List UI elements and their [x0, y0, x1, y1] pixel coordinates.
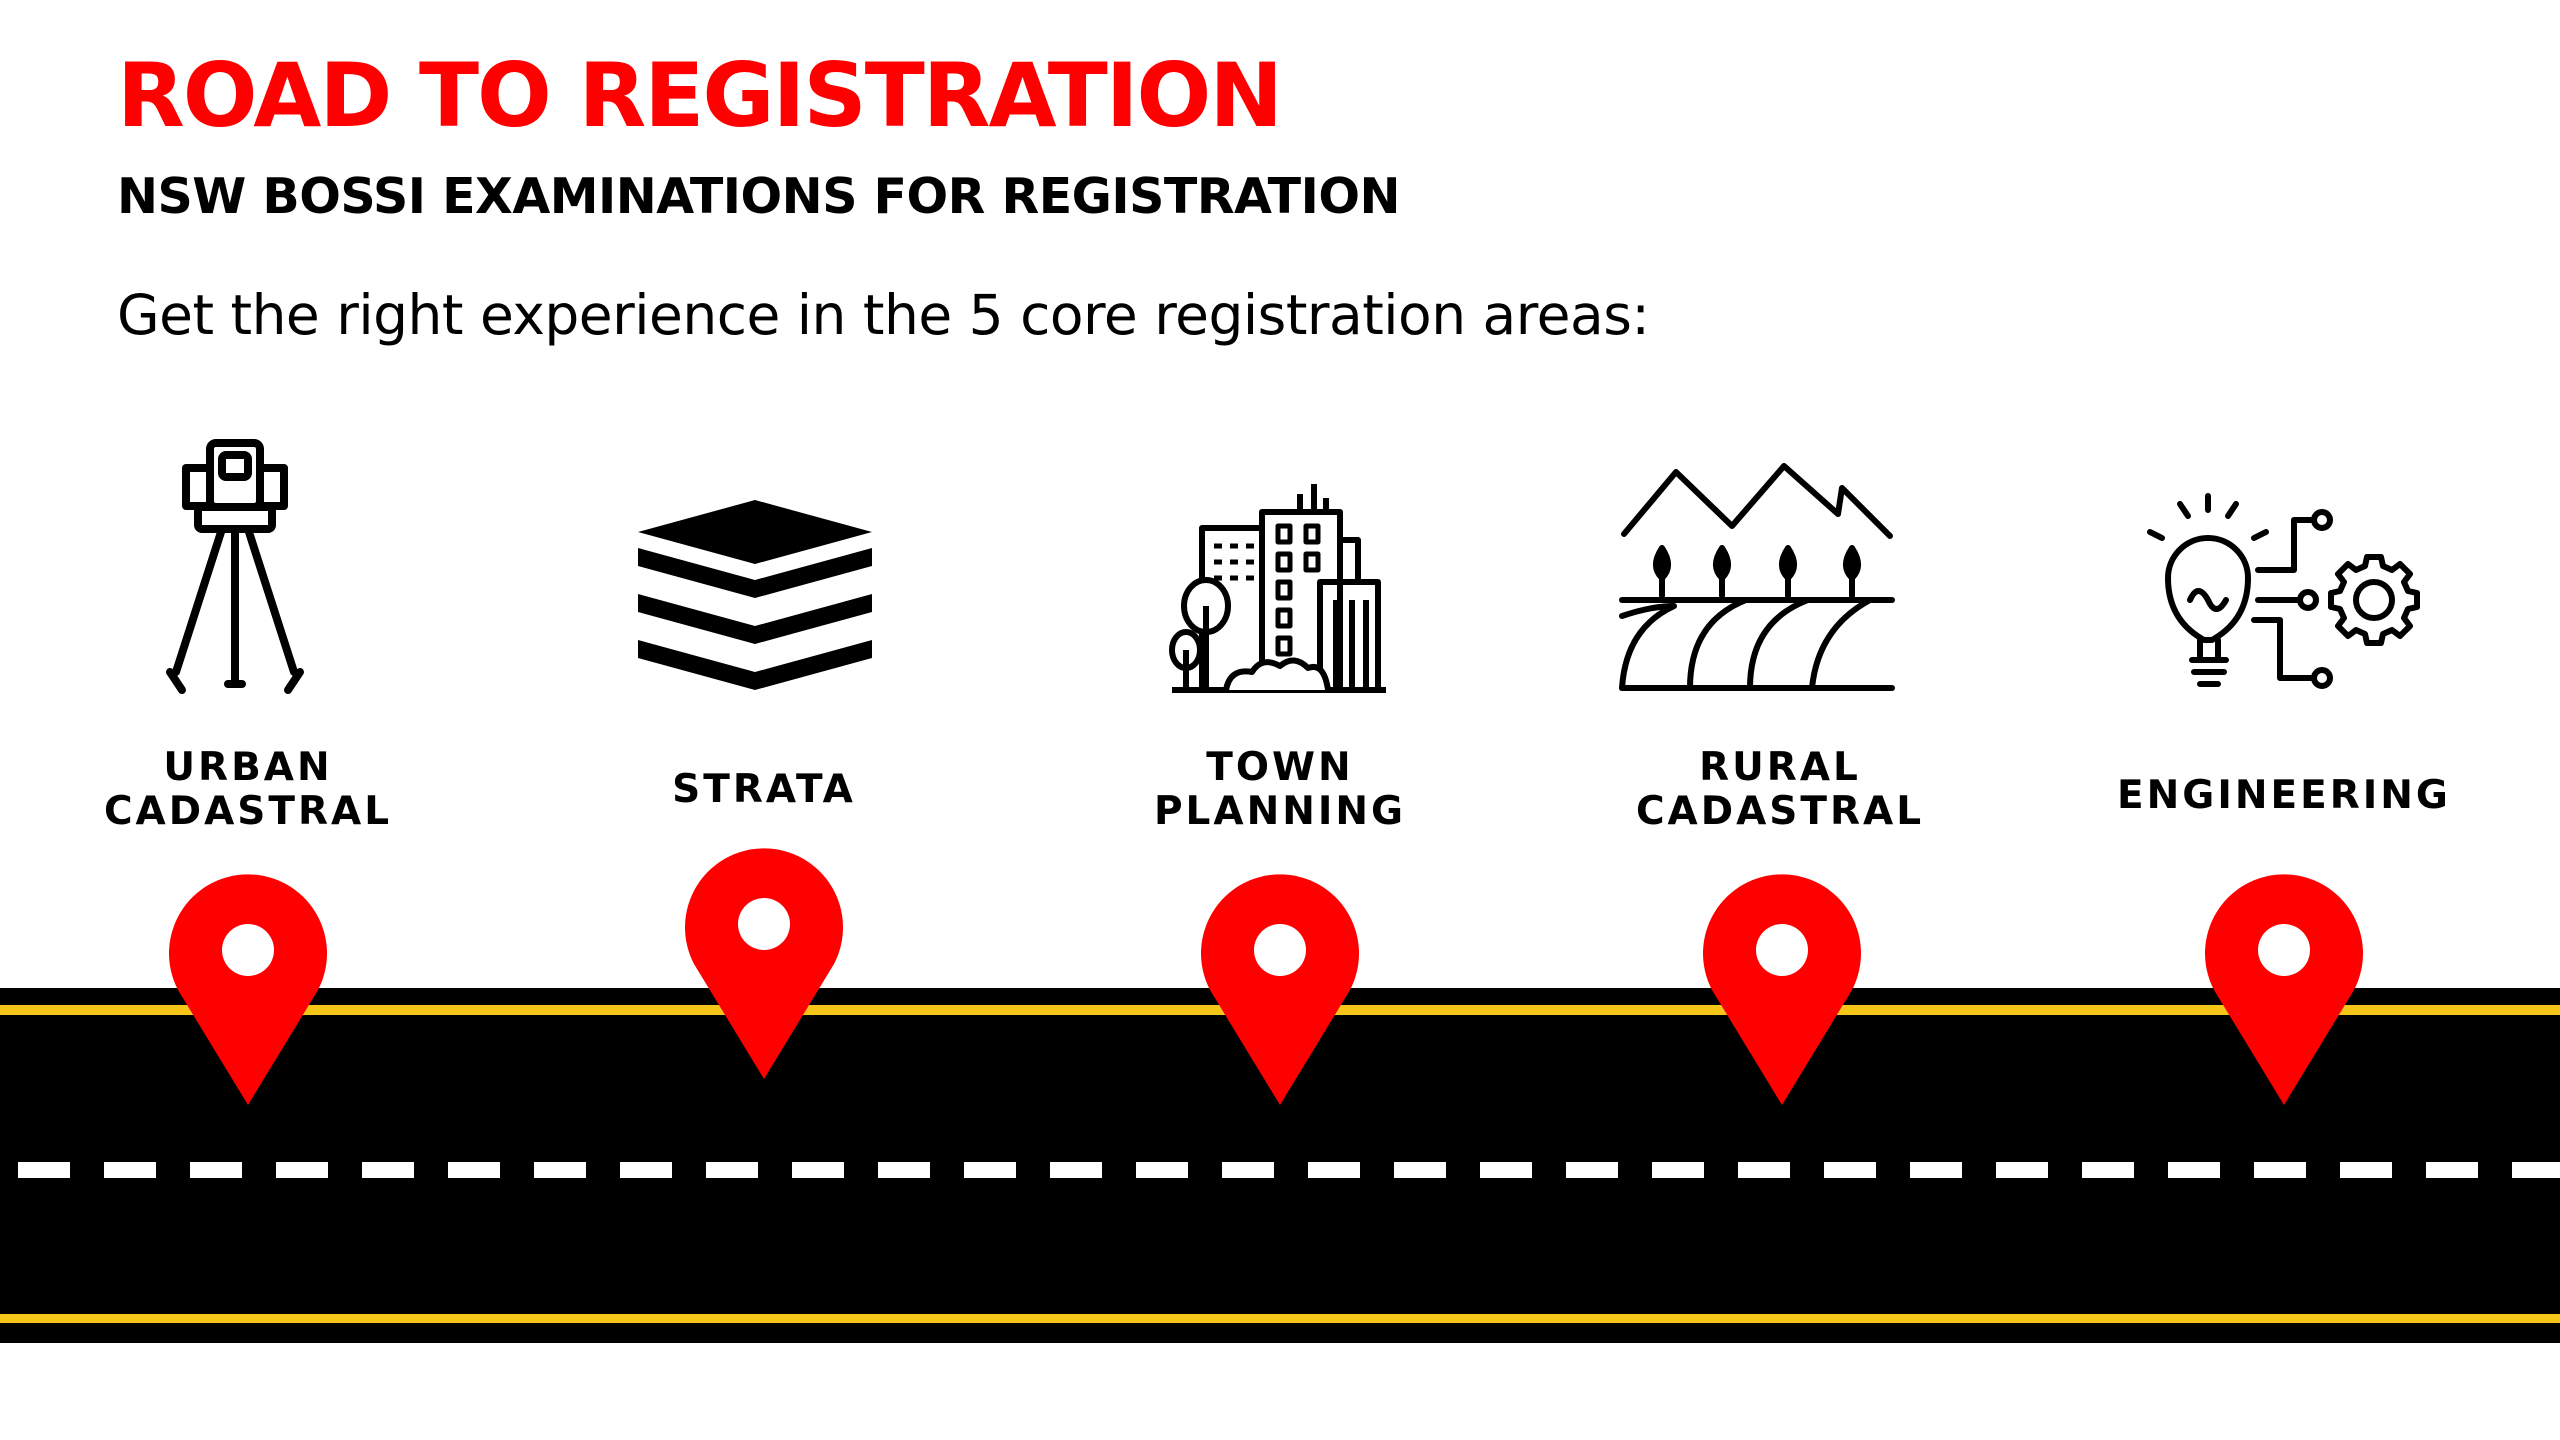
- area-label-strata: STRATA: [672, 767, 856, 812]
- lane-dash: [2426, 1162, 2478, 1178]
- area-label-engineering: ENGINEERING: [2117, 773, 2451, 818]
- area-label-rural-cadastral: RURAL CADASTRAL: [1635, 745, 1925, 834]
- lane-dash: [190, 1162, 242, 1178]
- lane-dash: [1050, 1162, 1102, 1178]
- lane-dash: [1824, 1162, 1876, 1178]
- lane-dash: [2168, 1162, 2220, 1178]
- lane-dash: [1480, 1162, 1532, 1178]
- road-edge-bottom: [0, 1314, 2560, 1323]
- intro-text: Get the right experience in the 5 core r…: [117, 283, 1650, 347]
- lane-dash: [1136, 1162, 1188, 1178]
- lane-dash: [276, 1162, 328, 1178]
- lane-dash: [18, 1162, 70, 1178]
- surveying-tripod-icon: [166, 439, 304, 694]
- lane-dash: [792, 1162, 844, 1178]
- lane-dash: [706, 1162, 758, 1178]
- city-buildings-icon: [1169, 484, 1386, 693]
- location-pins: [169, 848, 2363, 1105]
- location-pin-3: [1201, 874, 1360, 1105]
- lane-dash: [878, 1162, 930, 1178]
- location-pin-5: [2205, 874, 2363, 1105]
- lane-dash: [2254, 1162, 2306, 1178]
- lane-dash: [2340, 1162, 2392, 1178]
- stacked-layers-icon: [638, 500, 872, 690]
- lane-dash: [1910, 1162, 1962, 1178]
- rural-fields-icon: [1619, 463, 1895, 691]
- lane-dash: [104, 1162, 156, 1178]
- lane-dash: [534, 1162, 586, 1178]
- lane-dash: [964, 1162, 1016, 1178]
- page-title: ROAD TO REGISTRATION: [117, 44, 1283, 147]
- lane-dash: [620, 1162, 672, 1178]
- lane-dash: [1222, 1162, 1274, 1178]
- location-pin-4: [1703, 874, 1861, 1105]
- lane-dash: [448, 1162, 500, 1178]
- lane-dash: [1566, 1162, 1618, 1178]
- location-pin-2: [685, 848, 843, 1079]
- lane-dash: [1394, 1162, 1446, 1178]
- lane-dash: [2512, 1162, 2560, 1178]
- lane-dash: [1996, 1162, 2048, 1178]
- lightbulb-gear-icon: [2147, 493, 2420, 689]
- lane-dash: [2082, 1162, 2134, 1178]
- page-subtitle: NSW BOSSI EXAMINATIONS FOR REGISTRATION: [117, 168, 1401, 225]
- lane-dashes: [18, 1162, 2560, 1178]
- location-pin-1: [169, 874, 327, 1105]
- lane-dash: [1308, 1162, 1360, 1178]
- lane-dash: [1738, 1162, 1790, 1178]
- area-label-town-planning: TOWN PLANNING: [1153, 745, 1407, 834]
- area-label-urban-cadastral: URBAN CADASTRAL: [103, 745, 393, 834]
- lane-dash: [362, 1162, 414, 1178]
- lane-dash: [1652, 1162, 1704, 1178]
